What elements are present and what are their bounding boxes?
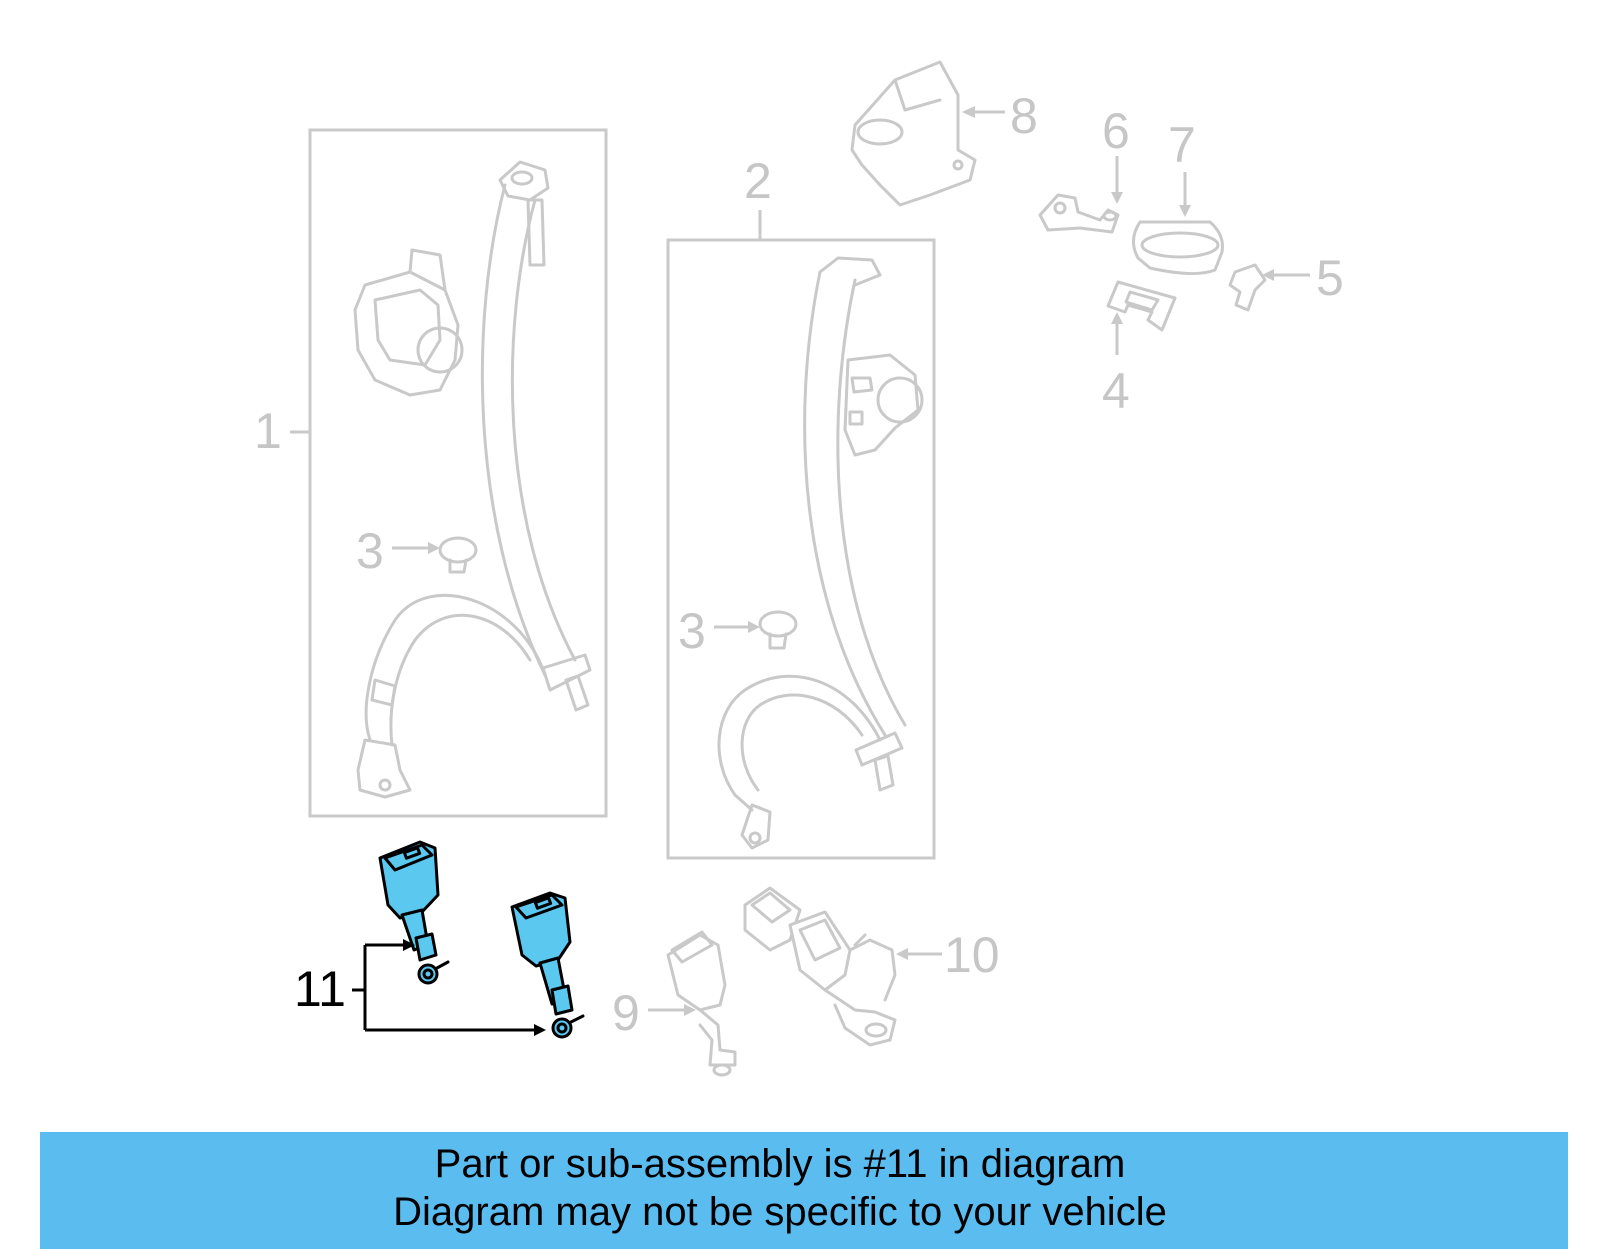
part-2-seat-belt-assembly[interactable] [666,210,936,860]
part-11-seat-belt-buckles[interactable] [378,840,585,1039]
callout-9: 9 [612,985,640,1041]
part-5-clip[interactable] [1228,263,1267,312]
callout-6: 6 [1102,103,1130,159]
callout-2: 2 [744,153,772,209]
part-9-buckle[interactable] [666,930,737,1077]
banner-disclaimer: Diagram may not be specific to your vehi… [393,1190,1167,1234]
callout-7: 7 [1168,117,1196,173]
callout-11: 11 [294,961,346,1017]
callout-3b: 3 [678,603,706,659]
part-4-retainer[interactable] [1106,280,1177,332]
part-8-anchor-bracket[interactable] [850,60,977,207]
part-1-seat-belt-assembly[interactable] [290,128,608,818]
callout-5: 5 [1316,250,1344,306]
callout-8: 8 [1010,88,1038,144]
callout-4: 4 [1102,363,1130,419]
part-6-wire-clip[interactable] [1038,193,1120,234]
info-banner: Part or sub-assembly is #11 in diagram D… [40,1132,1568,1249]
callout-1: 1 [254,403,282,459]
callout-3a: 3 [356,523,384,579]
part-10-buckle-with-harness[interactable] [743,886,897,1047]
callout-10: 10 [944,927,1000,983]
banner-part-reference: Part or sub-assembly is #11 in diagram [434,1142,1126,1186]
part-7-bezel[interactable] [1132,220,1224,276]
